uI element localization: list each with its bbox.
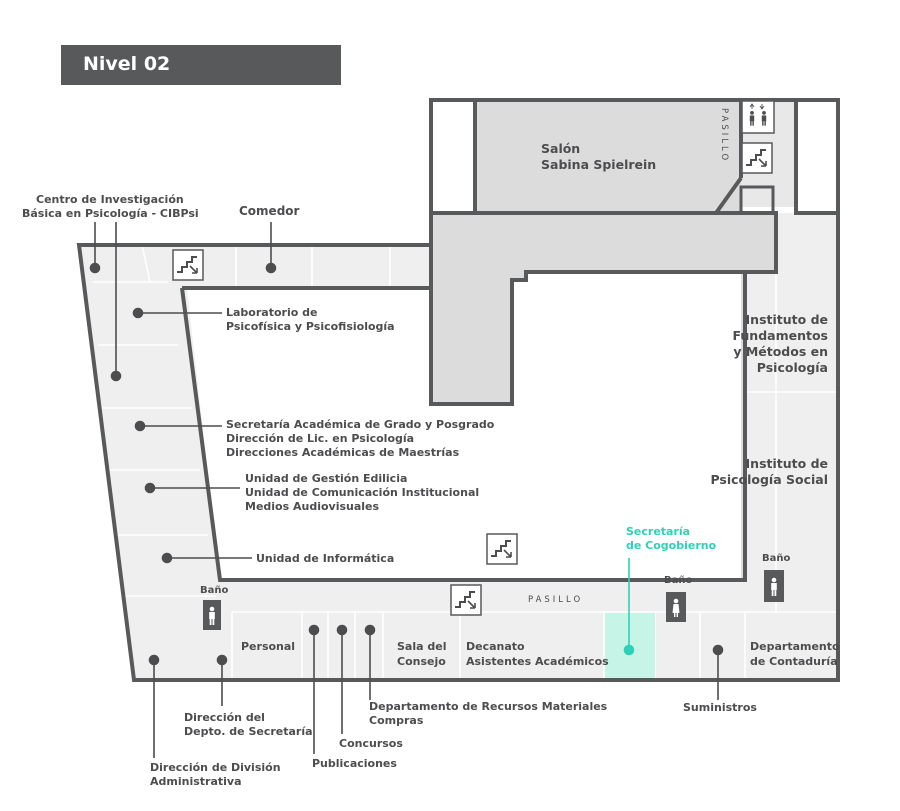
label-laboratorio[interactable]: Psicofísica y Psicofisiología (226, 320, 395, 333)
label-suministros[interactable]: Suministros (683, 701, 757, 714)
north-wing-floor (182, 245, 430, 288)
highlight-leader (623, 558, 635, 656)
east-wing-floor (745, 213, 840, 680)
label-instituto-social[interactable]: Instituto de (746, 456, 828, 471)
label-unidad-gestion[interactable]: Unidad de Gestión Edilicia (245, 472, 407, 485)
label-direccion-secretaria[interactable]: Depto. de Secretaría (184, 725, 313, 738)
label-personal[interactable]: Personal (241, 640, 295, 653)
label-direccion-division[interactable]: Dirección de División (150, 761, 281, 774)
label-bano[interactable]: Baño (200, 585, 228, 596)
corridor-label: PASILLO (719, 108, 729, 163)
svg-text:Secretaría Académica de Grado: Secretaría Académica de Grado y Posgrado… (226, 418, 495, 459)
label-unidad-informatica[interactable]: Unidad de Informática (256, 552, 394, 565)
label-cibpsi[interactable]: Básica en Psicología - CIBPsi (22, 207, 199, 220)
restroom-female-icon (666, 592, 686, 622)
label-sala-consejo[interactable]: Sala del (397, 640, 446, 653)
label-recursos-materiales[interactable]: Compras (369, 714, 424, 727)
label-direccion-division[interactable]: Administrativa (150, 775, 242, 788)
label-instituto-fundamentos[interactable]: y Métodos en (733, 344, 828, 359)
label-laboratorio[interactable]: Laboratorio de (226, 306, 317, 319)
label-secretaria-academica[interactable]: Secretaría Académica de Grado y Posgrado (226, 418, 495, 431)
label-comedor[interactable]: Comedor (239, 204, 300, 218)
label-direccion-secretaria[interactable]: Dirección del (184, 711, 265, 724)
restroom-male-icon (764, 570, 784, 602)
label-bano[interactable]: Baño (664, 575, 692, 586)
level-title: Nivel 02 (83, 53, 171, 75)
label-publicaciones[interactable]: Publicaciones (312, 757, 397, 770)
label-secretaria-academica[interactable]: Direcciones Académicas de Maestrías (226, 446, 460, 459)
label-secretaria-cogobierno[interactable]: de Cogobierno (626, 539, 717, 552)
label-unidad-gestion[interactable]: Unidad de Comunicación Institucional (245, 486, 479, 499)
restroom-male-icon (203, 600, 221, 630)
label-unidad-gestion[interactable]: Medios Audiovisuales (245, 500, 380, 513)
west-wing-floor (79, 245, 220, 680)
label-bano[interactable]: Baño (762, 553, 790, 564)
label-contaduria[interactable]: de Contaduría (750, 655, 838, 668)
stairs-icon (741, 142, 773, 174)
label-instituto-social[interactable]: Psicología Social (710, 472, 828, 487)
label-instituto-fundamentos[interactable]: Fundamentos (732, 328, 828, 343)
svg-text:Departamento de Recursos Mater: Departamento de Recursos MaterialesCompr… (369, 700, 608, 727)
stairs-icon (172, 249, 204, 281)
label-concursos[interactable]: Concursos (339, 737, 403, 750)
central-block (432, 213, 776, 580)
walls (76, 98, 840, 682)
label-decanato[interactable]: Asistentes Académicos (466, 655, 609, 668)
label-contaduria[interactable]: Departamento (750, 640, 840, 653)
room-dividers (93, 244, 838, 680)
level-title-bar: Nivel 02 (61, 45, 341, 85)
salon-room (475, 100, 741, 213)
floor-areas (79, 100, 840, 680)
label-secretaria-cogobierno[interactable]: Secretaría (626, 525, 690, 538)
label-secretaria-academica[interactable]: Dirección de Lic. en Psicología (226, 432, 414, 445)
elevator-icon (741, 100, 775, 134)
label-instituto-fundamentos[interactable]: Instituto de (746, 312, 828, 327)
label-sala-consejo[interactable]: Consejo (397, 655, 446, 668)
label-cibpsi[interactable]: Centro de Investigación (36, 193, 184, 206)
stairs-icon (450, 584, 482, 616)
label-instituto-fundamentos[interactable]: Psicología (757, 360, 828, 375)
leader-lines (89, 222, 724, 758)
label-recursos-materiales[interactable]: Departamento de Recursos Materiales (369, 700, 608, 713)
corridor-label: PASILLO (528, 595, 583, 605)
stairs-icon (486, 533, 518, 565)
label-decanato[interactable]: Decanato (466, 640, 525, 653)
label-salon[interactable]: Sabina Spielrein (541, 157, 656, 172)
label-salon[interactable]: Salón (541, 141, 580, 156)
